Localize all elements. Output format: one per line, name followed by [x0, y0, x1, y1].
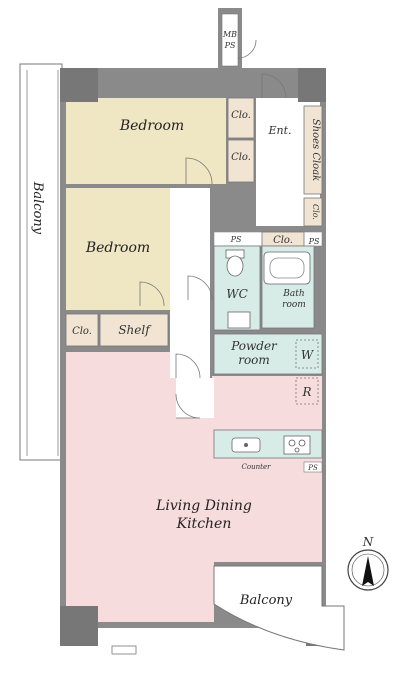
closet-shoes-area — [303, 197, 323, 227]
basin-fixture — [227, 311, 251, 329]
label-ps-top: PS — [224, 41, 236, 50]
label-shoes-cloak: Shoes Cloak — [310, 119, 321, 181]
shelf-area — [99, 313, 169, 347]
label-powder-line1: Powder — [230, 339, 278, 353]
label-ldk-line2: Kitchen — [176, 516, 232, 532]
closet-bed2-area — [65, 313, 99, 347]
label-bedroom-mid: Bedroom — [85, 240, 150, 256]
corridor — [170, 188, 210, 378]
compass-icon — [347, 549, 389, 591]
label-wc: WC — [226, 287, 248, 301]
shoes-cloak-area — [303, 105, 323, 195]
label-entrance: Ent. — [267, 124, 291, 137]
label-washer: W — [301, 348, 315, 362]
powder-floor — [213, 333, 323, 375]
balcony-south — [213, 565, 345, 651]
bedroom-top-floor — [66, 98, 226, 184]
ldk-door-area — [176, 378, 214, 418]
label-bath-line2: room — [282, 300, 306, 310]
label-ldk-line1: Living Dining — [155, 498, 252, 514]
label-powder-line2: room — [238, 353, 270, 367]
washer-space — [295, 339, 319, 369]
column-nw — [60, 68, 98, 102]
ps-counter-box — [303, 461, 323, 473]
closet-top-1 — [227, 97, 255, 139]
bottom-door — [111, 645, 137, 655]
label-balcony-south: Balcony — [239, 593, 293, 608]
door-swings — [139, 39, 287, 419]
balcony-west — [19, 63, 63, 461]
mb-tower-inner — [221, 13, 239, 67]
label-balcony-west: Balcony — [30, 181, 45, 235]
bathtub-fixture — [263, 251, 311, 285]
label-ps-counter: PS — [307, 464, 318, 472]
label-north: N — [362, 535, 374, 549]
label-clo-hall: Clo. — [273, 235, 293, 246]
label-clo-shoes: Clo. — [311, 204, 320, 220]
label-mb: MB — [222, 30, 237, 39]
label-bedroom-top: Bedroom — [119, 118, 184, 134]
label-bath-line1: Bath — [282, 289, 304, 299]
label-fridge: R — [301, 385, 311, 399]
bedroom-mid-floor — [66, 188, 170, 310]
label-clo-top-2: Clo. — [231, 152, 251, 163]
label-clo-bed2: Clo. — [72, 326, 92, 337]
label-ps-bath: PS — [308, 237, 320, 246]
closet-top-2 — [227, 139, 255, 183]
kitchen-counter — [213, 429, 323, 459]
ldk-floor — [66, 352, 322, 622]
label-shelf: Shelf — [118, 323, 152, 337]
column-sw — [60, 606, 98, 646]
label-counter: Counter — [242, 463, 272, 471]
toilet-fixture — [225, 249, 245, 277]
column-ne — [298, 68, 326, 102]
label-clo-top-1: Clo. — [231, 110, 251, 121]
label-ps-wc: PS — [230, 235, 242, 244]
